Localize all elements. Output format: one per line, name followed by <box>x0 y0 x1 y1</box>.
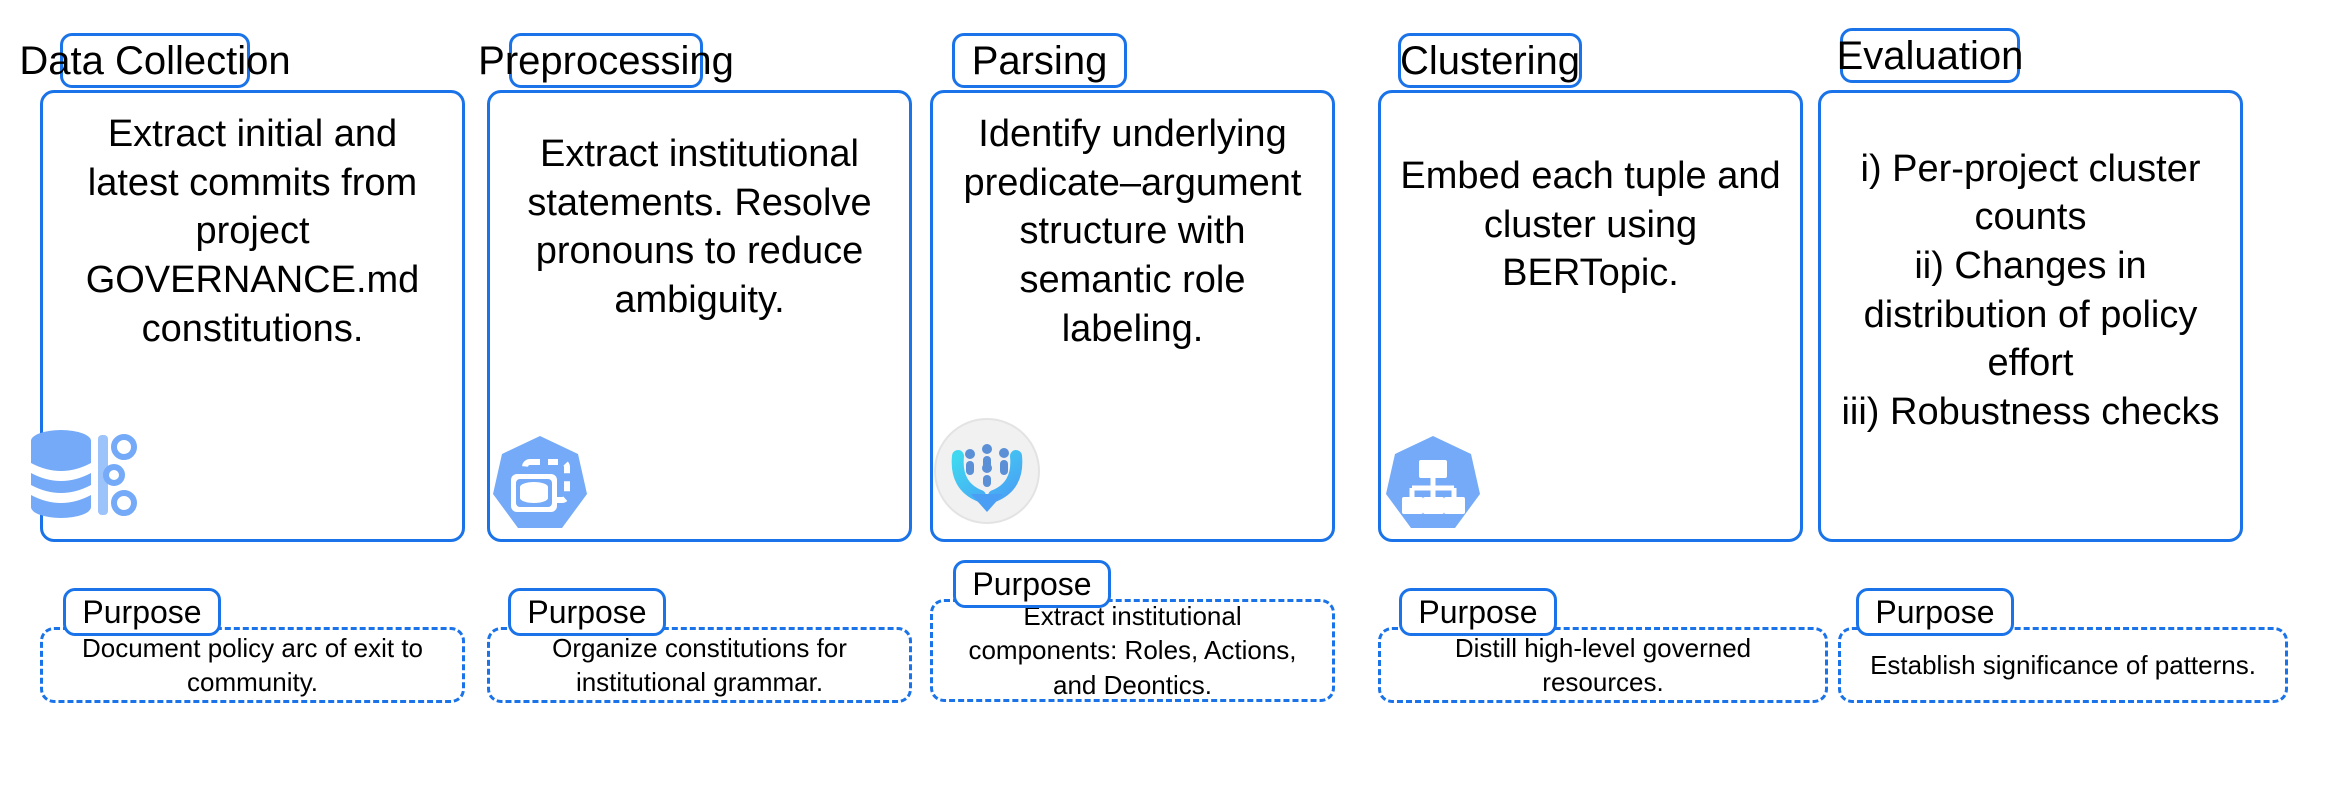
stage-title-preprocessing[interactable]: Preprocessing <box>478 33 734 88</box>
purpose-box-preprocessing[interactable]: Organize constitutions for institutional… <box>487 627 912 703</box>
stage-title-label: Data Collection <box>19 38 291 83</box>
purpose-label-data-collection[interactable]: Purpose <box>63 588 221 636</box>
stage-body-preprocessing: Extract institutional statements. Resolv… <box>491 130 908 325</box>
purpose-label-clustering[interactable]: Purpose <box>1399 588 1557 636</box>
stage-title-data-collection[interactable]: Data Collection <box>19 33 291 88</box>
stage-title-label: Preprocessing <box>478 38 734 83</box>
purpose-text: Establish significance of patterns. <box>1870 649 2256 680</box>
stage-title-clustering[interactable]: Clustering <box>1398 33 1582 88</box>
stage-body-text: Extract initial and latest commits from … <box>85 113 420 350</box>
stage-title-label: Evaluation <box>1836 33 2024 78</box>
purpose-text: Extract institutional components: Roles,… <box>968 601 1297 700</box>
stage-body-text: Extract institutional statements. Resolv… <box>527 133 872 321</box>
purpose-label-text: Purpose <box>1875 594 1995 630</box>
stage-body-parsing: Identify underlying predicate–argument s… <box>934 110 1331 353</box>
purpose-text: Distill high-level governed resources. <box>1454 632 1752 697</box>
stage-title-evaluation[interactable]: Evaluation <box>1837 28 2023 83</box>
purpose-label-evaluation[interactable]: Purpose <box>1856 588 2014 636</box>
purpose-label-preprocessing[interactable]: Purpose <box>508 588 666 636</box>
purpose-label-text: Purpose <box>527 594 647 630</box>
stage-body-data-collection: Extract initial and latest commits from … <box>44 110 461 353</box>
purpose-label-parsing[interactable]: Purpose <box>953 560 1111 608</box>
stage-body-text: Identify underlying predicate–argument s… <box>963 113 1302 350</box>
purpose-box-clustering[interactable]: Distill high-level governed resources. <box>1378 627 1828 703</box>
purpose-box-parsing[interactable]: Extract institutional components: Roles,… <box>930 599 1335 702</box>
purpose-label-text: Purpose <box>1418 594 1538 630</box>
purpose-box-evaluation[interactable]: Establish significance of patterns. <box>1838 627 2288 703</box>
purpose-text: Organize constitutions for institutional… <box>552 632 847 697</box>
stage-card-evaluation[interactable] <box>1818 90 2243 542</box>
purpose-label-text: Purpose <box>972 566 1092 602</box>
purpose-text: Document policy arc of exit to community… <box>81 632 424 697</box>
stage-body-text: Embed each tuple and cluster using BERTo… <box>1400 155 1781 295</box>
stage-body-clustering: Embed each tuple and cluster using BERTo… <box>1382 152 1799 298</box>
stage-title-parsing[interactable]: Parsing <box>952 33 1127 88</box>
purpose-label-text: Purpose <box>82 594 202 630</box>
stage-title-label: Parsing <box>971 38 1108 83</box>
stage-body-text: i) Per-project cluster counts ii) Change… <box>1841 147 2220 433</box>
stage-title-label: Clustering <box>1399 38 1581 83</box>
purpose-box-data-collection[interactable]: Document policy arc of exit to community… <box>40 627 465 703</box>
stage-body-evaluation: i) Per-project cluster counts ii) Change… <box>1822 96 2239 436</box>
